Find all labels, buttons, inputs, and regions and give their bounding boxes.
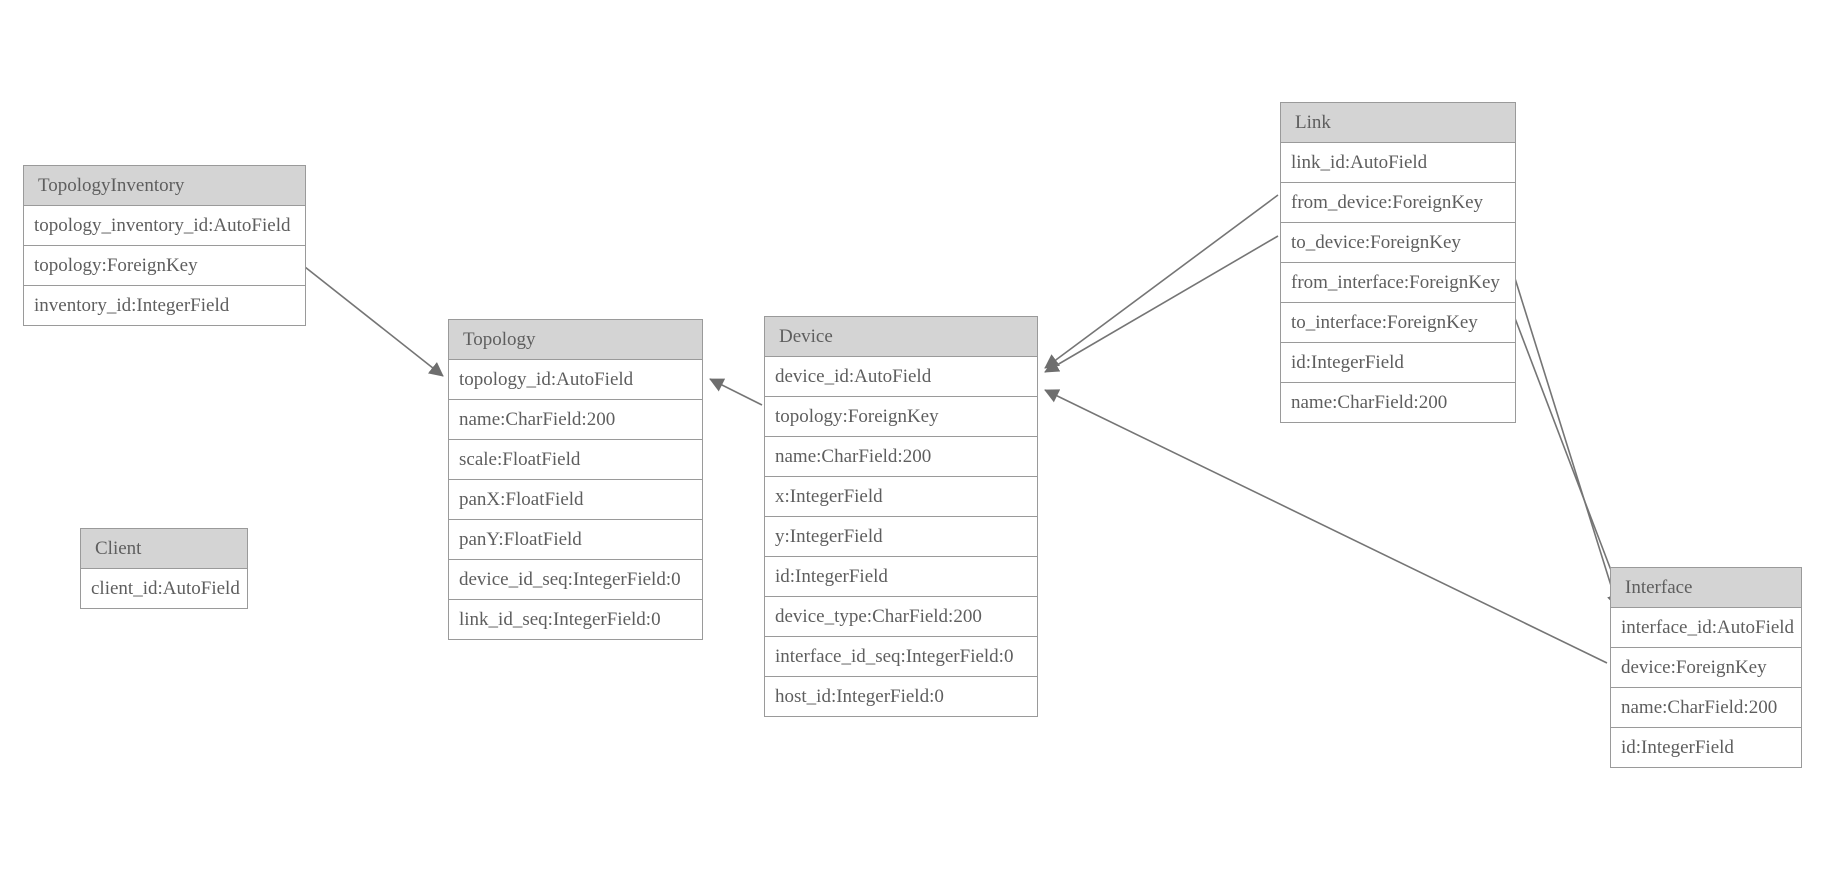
entity-field: name:CharField:200 [1281, 383, 1515, 423]
relationship-edge [1512, 271, 1621, 609]
entity-field: name:CharField:200 [449, 400, 702, 440]
entity-field: topology_id:AutoField [449, 360, 702, 400]
entity-title: Device [765, 317, 1037, 357]
relationship-edge [1512, 312, 1627, 608]
entity-field: panX:FloatField [449, 480, 702, 520]
relationship-edge [709, 378, 763, 406]
entity-title: TopologyInventory [24, 166, 305, 206]
entity-field: x:IntegerField [765, 477, 1037, 517]
entity-field: topology:ForeignKey [24, 246, 305, 286]
entity-field: from_interface:ForeignKey [1281, 263, 1515, 303]
entity-title: Topology [449, 320, 702, 360]
entity-field: name:CharField:200 [765, 437, 1037, 477]
entity-field: scale:FloatField [449, 440, 702, 480]
entity-title: Client [81, 529, 247, 569]
relationship-edge [304, 266, 444, 377]
entity-title: Interface [1611, 568, 1801, 608]
relationship-edge [1044, 194, 1279, 369]
relationship-edge [1044, 235, 1279, 373]
entity-field: to_interface:ForeignKey [1281, 303, 1515, 343]
relationship-edge [1044, 389, 1608, 664]
entity-field: from_device:ForeignKey [1281, 183, 1515, 223]
entity-field: id:IntegerField [1281, 343, 1515, 383]
entity-field: topology:ForeignKey [765, 397, 1037, 437]
entity-title: Link [1281, 103, 1515, 143]
entity-field: panY:FloatField [449, 520, 702, 560]
entity-field: inventory_id:IntegerField [24, 286, 305, 326]
entity-field: device_id:AutoField [765, 357, 1037, 397]
entity-field: to_device:ForeignKey [1281, 223, 1515, 263]
entity-field: interface_id:AutoField [1611, 608, 1801, 648]
entity-field: host_id:IntegerField:0 [765, 677, 1037, 717]
entity-field: topology_inventory_id:AutoField [24, 206, 305, 246]
entity-client[interactable]: Client client_id:AutoField [80, 528, 248, 609]
entity-field: interface_id_seq:IntegerField:0 [765, 637, 1037, 677]
entity-field: y:IntegerField [765, 517, 1037, 557]
entity-field: id:IntegerField [765, 557, 1037, 597]
entity-field: device_type:CharField:200 [765, 597, 1037, 637]
entity-field: link_id_seq:IntegerField:0 [449, 600, 702, 640]
entity-field: client_id:AutoField [81, 569, 247, 609]
entity-field: device:ForeignKey [1611, 648, 1801, 688]
entity-field: name:CharField:200 [1611, 688, 1801, 728]
entity-field: link_id:AutoField [1281, 143, 1515, 183]
entity-field: device_id_seq:IntegerField:0 [449, 560, 702, 600]
entity-field-list: client_id:AutoField [81, 569, 247, 609]
entity-topology-inventory[interactable]: TopologyInventory topology_inventory_id:… [23, 165, 306, 326]
entity-field: id:IntegerField [1611, 728, 1801, 768]
